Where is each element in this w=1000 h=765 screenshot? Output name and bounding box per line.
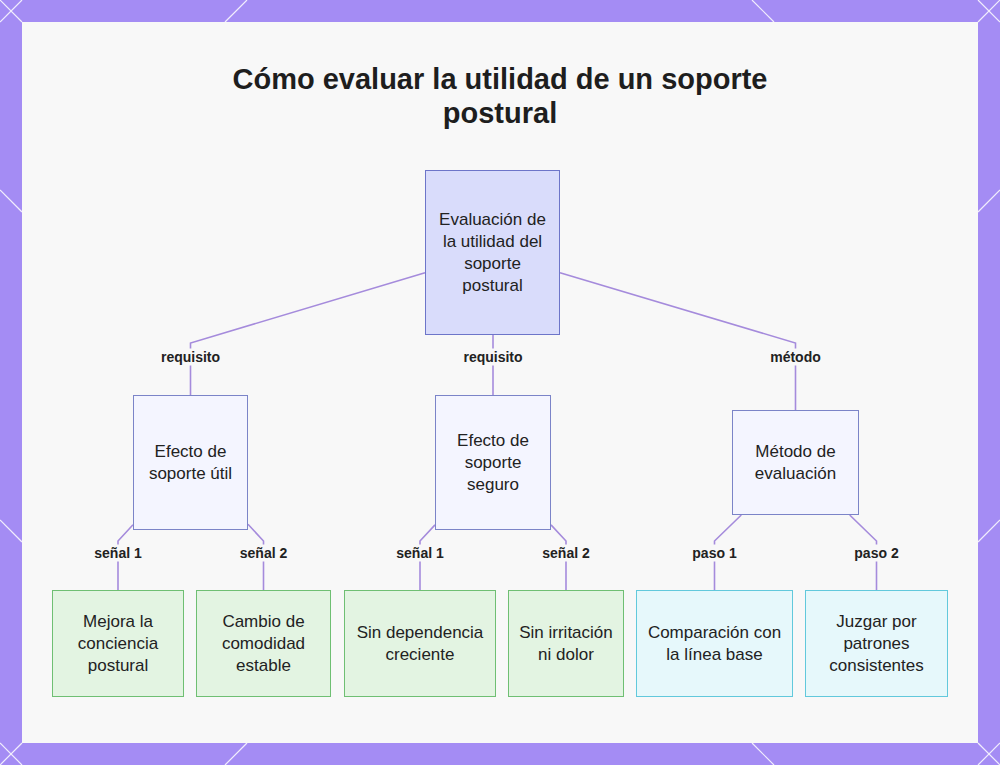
signal-box: Sin irritación ni dolor (508, 590, 624, 697)
node-content: Sin dependencia creciente (355, 622, 485, 666)
node-label: Juzgar por patrones consistentes (816, 611, 937, 677)
root-box: Evaluación de la utilidad del soporte po… (425, 170, 560, 335)
edge-label: señal 2 (237, 545, 290, 562)
edge-label: método (767, 349, 824, 366)
requirement-box: Método de evaluación (732, 410, 859, 515)
node-content: Efecto de soporte seguro (446, 430, 540, 496)
connector-line (191, 273, 426, 395)
node-label: Efecto de soporte seguro (446, 430, 540, 496)
node-content: Cambio de comodidad estable (207, 611, 320, 677)
node-label: Efecto de soporte útil (144, 441, 237, 485)
node-label: Mejora la conciencia postural (63, 611, 173, 677)
node-label: Comparación con la línea base (647, 622, 782, 666)
diagram-title: Cómo evaluar la utilidad de un soporte p… (230, 62, 770, 130)
node-label: Sin irritación ni dolor (519, 622, 613, 666)
step-box: Juzgar por patrones consistentes (805, 590, 948, 697)
requirement-box: Efecto de soporte seguro (435, 395, 551, 530)
node-label: Sin dependencia creciente (355, 622, 485, 666)
node-content: Juzgar por patrones consistentes (816, 611, 937, 677)
signal-box: Cambio de comodidad estable (196, 590, 331, 697)
node-label: Evaluación de la utilidad del soporte po… (436, 209, 549, 297)
node-content: Método de evaluación (743, 441, 848, 485)
edge-label: señal 1 (393, 545, 446, 562)
requirement-box: Efecto de soporte útil (133, 395, 248, 530)
node-content: Efecto de soporte útil (144, 441, 237, 485)
node-content: Comparación con la línea base (647, 622, 782, 666)
signal-box: Sin dependencia creciente (344, 590, 496, 697)
node-content: Evaluación de la utilidad del soporte po… (436, 209, 549, 297)
edge-label: requisito (460, 349, 525, 366)
node-label: Método de evaluación (743, 441, 848, 485)
edge-label: paso 1 (689, 545, 739, 562)
node-label: Cambio de comodidad estable (207, 611, 320, 677)
node-content: Sin irritación ni dolor (519, 622, 613, 666)
edge-label: señal 2 (539, 545, 592, 562)
signal-box: Mejora la conciencia postural (52, 590, 184, 697)
edge-label: señal 1 (91, 545, 144, 562)
node-content: Mejora la conciencia postural (63, 611, 173, 677)
step-box: Comparación con la línea base (636, 590, 793, 697)
edge-label: paso 2 (851, 545, 901, 562)
edge-label: requisito (158, 349, 223, 366)
connector-line (560, 273, 796, 410)
